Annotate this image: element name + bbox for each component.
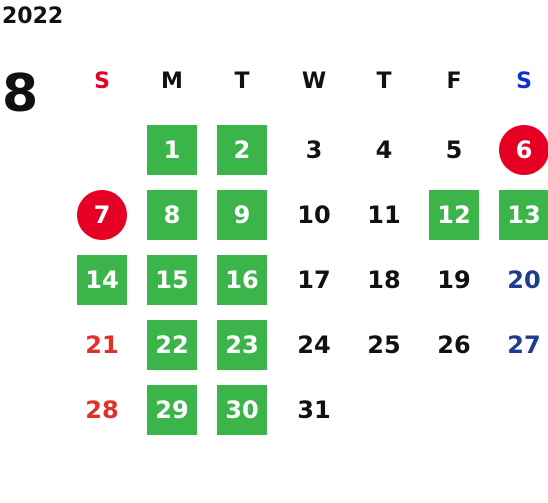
day-cell[interactable]: 16	[212, 255, 272, 305]
day-number: 26	[437, 331, 471, 359]
day-number: 1	[163, 136, 181, 164]
day-number: 16	[225, 266, 259, 294]
day-number: 9	[233, 201, 251, 229]
day-cell[interactable]: 21	[72, 320, 132, 370]
day-cell[interactable]: 7	[72, 190, 132, 240]
day-cell[interactable]: 5	[424, 125, 484, 175]
day-number: 15	[155, 266, 189, 294]
day-number: 28	[85, 396, 119, 424]
day-number: 31	[297, 396, 331, 424]
day-cell[interactable]: 11	[354, 190, 414, 240]
day-number: 17	[297, 266, 331, 294]
day-cell[interactable]: 1	[142, 125, 202, 175]
day-cell[interactable]: 25	[354, 320, 414, 370]
day-cell[interactable]: 30	[212, 385, 272, 435]
day-cell[interactable]: 10	[284, 190, 344, 240]
day-cell[interactable]: 4	[354, 125, 414, 175]
day-cell[interactable]: 14	[72, 255, 132, 305]
day-number: 27	[507, 331, 541, 359]
day-cell[interactable]: 2	[212, 125, 272, 175]
weekday-header: T	[376, 68, 392, 94]
day-cell[interactable]: 13	[494, 190, 548, 240]
day-cell[interactable]: 31	[284, 385, 344, 435]
day-cell[interactable]: 27	[494, 320, 548, 370]
day-number: 23	[225, 331, 259, 359]
day-number: 29	[155, 396, 189, 424]
day-cell[interactable]: 19	[424, 255, 484, 305]
day-number: 10	[297, 201, 331, 229]
day-cell[interactable]: 8	[142, 190, 202, 240]
day-number: 18	[367, 266, 401, 294]
day-number: 5	[445, 136, 463, 164]
weekday-header: F	[446, 68, 462, 94]
day-number: 21	[85, 331, 119, 359]
day-cell[interactable]: 18	[354, 255, 414, 305]
day-number: 20	[507, 266, 541, 294]
day-cell[interactable]: 9	[212, 190, 272, 240]
weekday-header: T	[234, 68, 250, 94]
day-number: 24	[297, 331, 331, 359]
day-number: 11	[367, 201, 401, 229]
day-number: 25	[367, 331, 401, 359]
day-cell[interactable]: 26	[424, 320, 484, 370]
day-number: 19	[437, 266, 471, 294]
day-cell[interactable]: 23	[212, 320, 272, 370]
day-cell[interactable]: 29	[142, 385, 202, 435]
day-number: 12	[437, 201, 471, 229]
day-number: 6	[515, 136, 533, 164]
day-number: 3	[305, 136, 323, 164]
weekday-header: S	[516, 68, 532, 94]
day-cell[interactable]: 20	[494, 255, 548, 305]
day-number: 22	[155, 331, 189, 359]
day-cell[interactable]: 17	[284, 255, 344, 305]
day-number: 4	[375, 136, 393, 164]
weekday-header: W	[301, 68, 327, 94]
month-label: 8	[2, 64, 39, 124]
day-number: 8	[163, 201, 181, 229]
year-label: 2022	[2, 4, 64, 29]
weekday-header: M	[161, 68, 183, 94]
day-number: 7	[93, 201, 111, 229]
weekday-header: S	[94, 68, 110, 94]
day-cell[interactable]: 6	[494, 125, 548, 175]
day-cell[interactable]: 15	[142, 255, 202, 305]
day-number: 14	[85, 266, 119, 294]
day-cell[interactable]: 24	[284, 320, 344, 370]
day-cell[interactable]: 3	[284, 125, 344, 175]
day-cell[interactable]: 28	[72, 385, 132, 435]
day-number: 13	[507, 201, 541, 229]
day-cell[interactable]: 22	[142, 320, 202, 370]
day-cell[interactable]: 12	[424, 190, 484, 240]
day-number: 2	[233, 136, 251, 164]
day-number: 30	[225, 396, 259, 424]
